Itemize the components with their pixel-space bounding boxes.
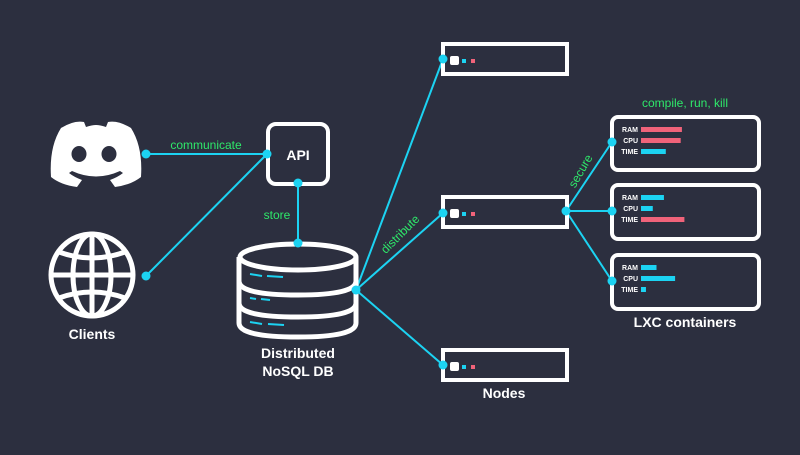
connections xyxy=(145,58,613,366)
edge-node-container-3 xyxy=(565,210,613,282)
metric-bar-cpu xyxy=(641,276,676,281)
edge-label-secure: secure xyxy=(565,152,595,190)
metric-bar-ram xyxy=(641,265,657,270)
edge-db-node-top xyxy=(355,58,444,291)
metric-bar-time xyxy=(641,217,685,222)
edge-clients-api xyxy=(145,153,268,277)
clients-label: Clients xyxy=(69,326,116,342)
metric-label-ram: RAM xyxy=(622,127,638,134)
metric-bar-time xyxy=(641,149,666,154)
edge-label-communicate: communicate xyxy=(170,138,242,152)
containers-label: LXC containers xyxy=(634,314,737,330)
edge-db-node-mid xyxy=(355,212,444,291)
edge-db-node-bottom xyxy=(355,289,444,366)
edge-label-compile: compile, run, kill xyxy=(642,96,728,110)
metric-bar-cpu xyxy=(641,138,681,143)
database-label-line2: NoSQL DB xyxy=(262,363,333,379)
api-label: API xyxy=(286,147,309,163)
lxc-containers: RAM CPU TIME RAM CPU TIME RAM CPU TIME xyxy=(610,115,761,311)
metric-label-cpu: CPU xyxy=(623,138,638,145)
metric-bar-time xyxy=(641,287,646,292)
server-node xyxy=(441,348,569,382)
metric-label-ram: RAM xyxy=(622,195,638,202)
nodes-label: Nodes xyxy=(483,385,526,401)
metric-bar-ram xyxy=(641,127,682,132)
server-node xyxy=(441,42,569,76)
metric-bar-cpu xyxy=(641,206,653,211)
globe-icon xyxy=(48,231,136,319)
database-icon xyxy=(236,241,359,340)
metric-label-cpu: CPU xyxy=(623,206,638,213)
metric-label-time: TIME xyxy=(621,217,638,224)
metric-label-time: TIME xyxy=(621,287,638,294)
discord-icon xyxy=(50,121,142,187)
metric-bar-ram xyxy=(641,195,664,200)
database-label-line1: Distributed xyxy=(261,345,335,361)
metric-label-ram: RAM xyxy=(622,265,638,272)
server-node xyxy=(441,195,569,229)
metric-label-time: TIME xyxy=(621,149,638,156)
edge-node-container-1 xyxy=(565,141,613,212)
metric-label-cpu: CPU xyxy=(623,276,638,283)
edge-label-store: store xyxy=(264,208,291,222)
connection-dots xyxy=(141,54,617,370)
